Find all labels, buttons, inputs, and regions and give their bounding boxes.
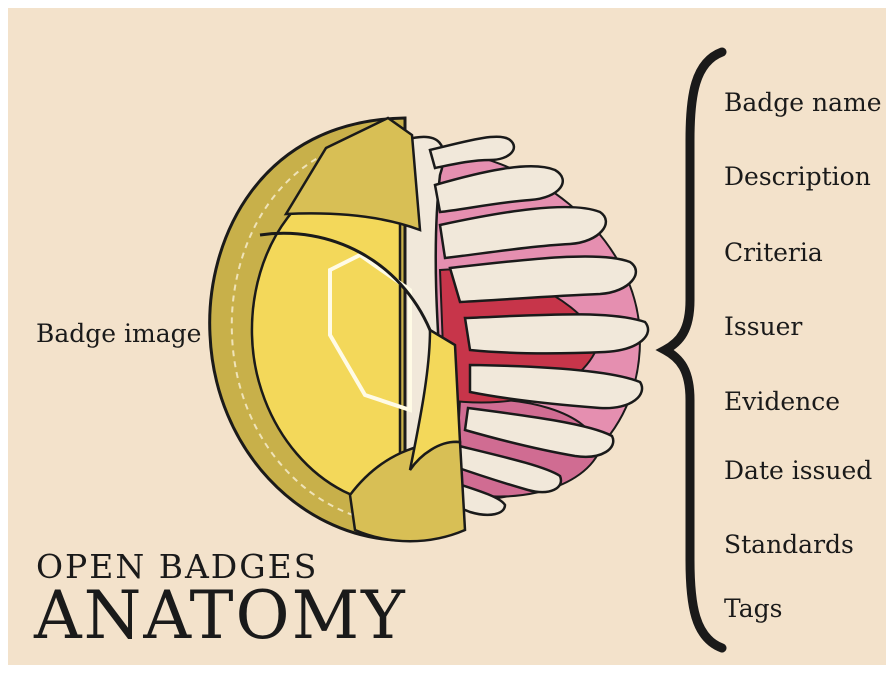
badge-image-label: Badge image xyxy=(36,319,201,348)
curly-brace xyxy=(665,52,722,648)
field-tags: Tags xyxy=(724,594,782,623)
field-criteria: Criteria xyxy=(724,238,823,267)
field-description: Description xyxy=(724,162,871,191)
field-standards: Standards xyxy=(724,530,854,559)
rib xyxy=(465,314,648,353)
field-date-issued: Date issued xyxy=(724,456,872,485)
title-line-2: ANATOMY xyxy=(34,583,407,649)
field-badge-name: Badge name xyxy=(724,88,882,117)
field-issuer: Issuer xyxy=(724,312,802,341)
field-evidence: Evidence xyxy=(724,387,840,416)
